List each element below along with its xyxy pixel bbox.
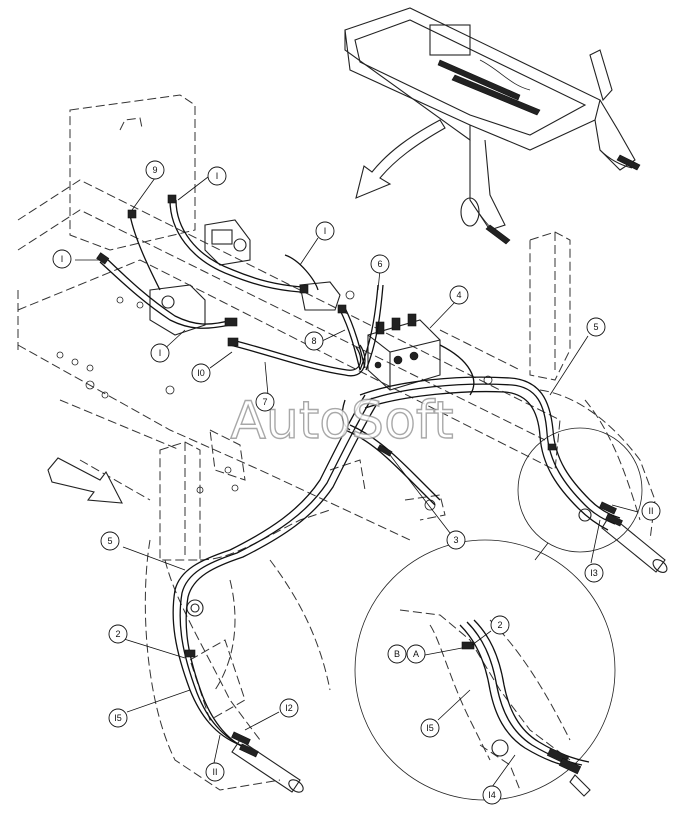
callout-4: 4 bbox=[449, 285, 469, 305]
callout-B: B bbox=[387, 644, 407, 664]
overview-frame-inset bbox=[344, 7, 641, 245]
callout-10: I0 bbox=[191, 363, 211, 383]
callout-1: I bbox=[150, 343, 170, 363]
svg-text:2: 2 bbox=[115, 629, 120, 639]
svg-text:I5: I5 bbox=[114, 713, 122, 723]
svg-text:5: 5 bbox=[593, 322, 598, 332]
svg-text:I2: I2 bbox=[285, 703, 293, 713]
svg-text:I: I bbox=[159, 348, 162, 358]
svg-text:B: B bbox=[394, 649, 400, 659]
svg-text:I3: I3 bbox=[590, 568, 598, 578]
svg-text:4: 4 bbox=[456, 290, 461, 300]
svg-text:I4: I4 bbox=[488, 790, 496, 800]
hydraulic-hoses bbox=[99, 199, 621, 753]
svg-text:8: 8 bbox=[311, 336, 316, 346]
callout-9: 9 bbox=[145, 160, 165, 180]
svg-text:I0: I0 bbox=[197, 368, 205, 378]
callout-1: I bbox=[52, 249, 72, 269]
leader-lines bbox=[75, 176, 639, 788]
detail-leader bbox=[534, 542, 549, 561]
callout-2: 2 bbox=[108, 624, 128, 644]
svg-text:9: 9 bbox=[152, 165, 157, 175]
zoom-arrow bbox=[355, 119, 446, 199]
callout-15: I5 bbox=[420, 718, 440, 738]
control-valve-block bbox=[367, 313, 441, 391]
callout-12: I2 bbox=[279, 698, 299, 718]
direction-arrow bbox=[47, 457, 123, 504]
svg-text:A: A bbox=[413, 649, 419, 659]
callout-5: 5 bbox=[100, 531, 120, 551]
detail-circle-small bbox=[517, 427, 643, 553]
callout-3: 3 bbox=[446, 530, 466, 550]
svg-text:II: II bbox=[212, 767, 217, 777]
svg-text:2: 2 bbox=[497, 620, 502, 630]
svg-text:5: 5 bbox=[107, 536, 112, 546]
svg-text:6: 6 bbox=[377, 259, 382, 269]
svg-text:II: II bbox=[648, 506, 653, 516]
callout-7: 7 bbox=[255, 392, 275, 412]
callout-13: I3 bbox=[584, 563, 604, 583]
callout-14: I4 bbox=[482, 785, 502, 805]
frame-holes bbox=[56, 290, 493, 511]
svg-text:7: 7 bbox=[262, 397, 267, 407]
callout-11: II bbox=[641, 501, 661, 521]
upper-valve-assembly bbox=[149, 219, 341, 336]
hose-fittings bbox=[96, 194, 623, 758]
callout-11: II bbox=[205, 762, 225, 782]
callout-5: 5 bbox=[586, 317, 606, 337]
detail-view bbox=[354, 539, 616, 801]
svg-text:I: I bbox=[324, 226, 327, 236]
svg-text:I: I bbox=[61, 254, 64, 264]
callout-A: A bbox=[406, 644, 426, 664]
callout-6: 6 bbox=[370, 254, 390, 274]
svg-text:I5: I5 bbox=[426, 723, 434, 733]
callout-2: 2 bbox=[490, 615, 510, 635]
svg-text:I: I bbox=[216, 171, 219, 181]
callout-8: 8 bbox=[304, 331, 324, 351]
callout-15: I5 bbox=[108, 708, 128, 728]
hydraulic-cylinders bbox=[186, 508, 668, 793]
callout-1: I bbox=[207, 166, 227, 186]
callout-1: I bbox=[315, 221, 335, 241]
svg-text:3: 3 bbox=[453, 535, 458, 545]
